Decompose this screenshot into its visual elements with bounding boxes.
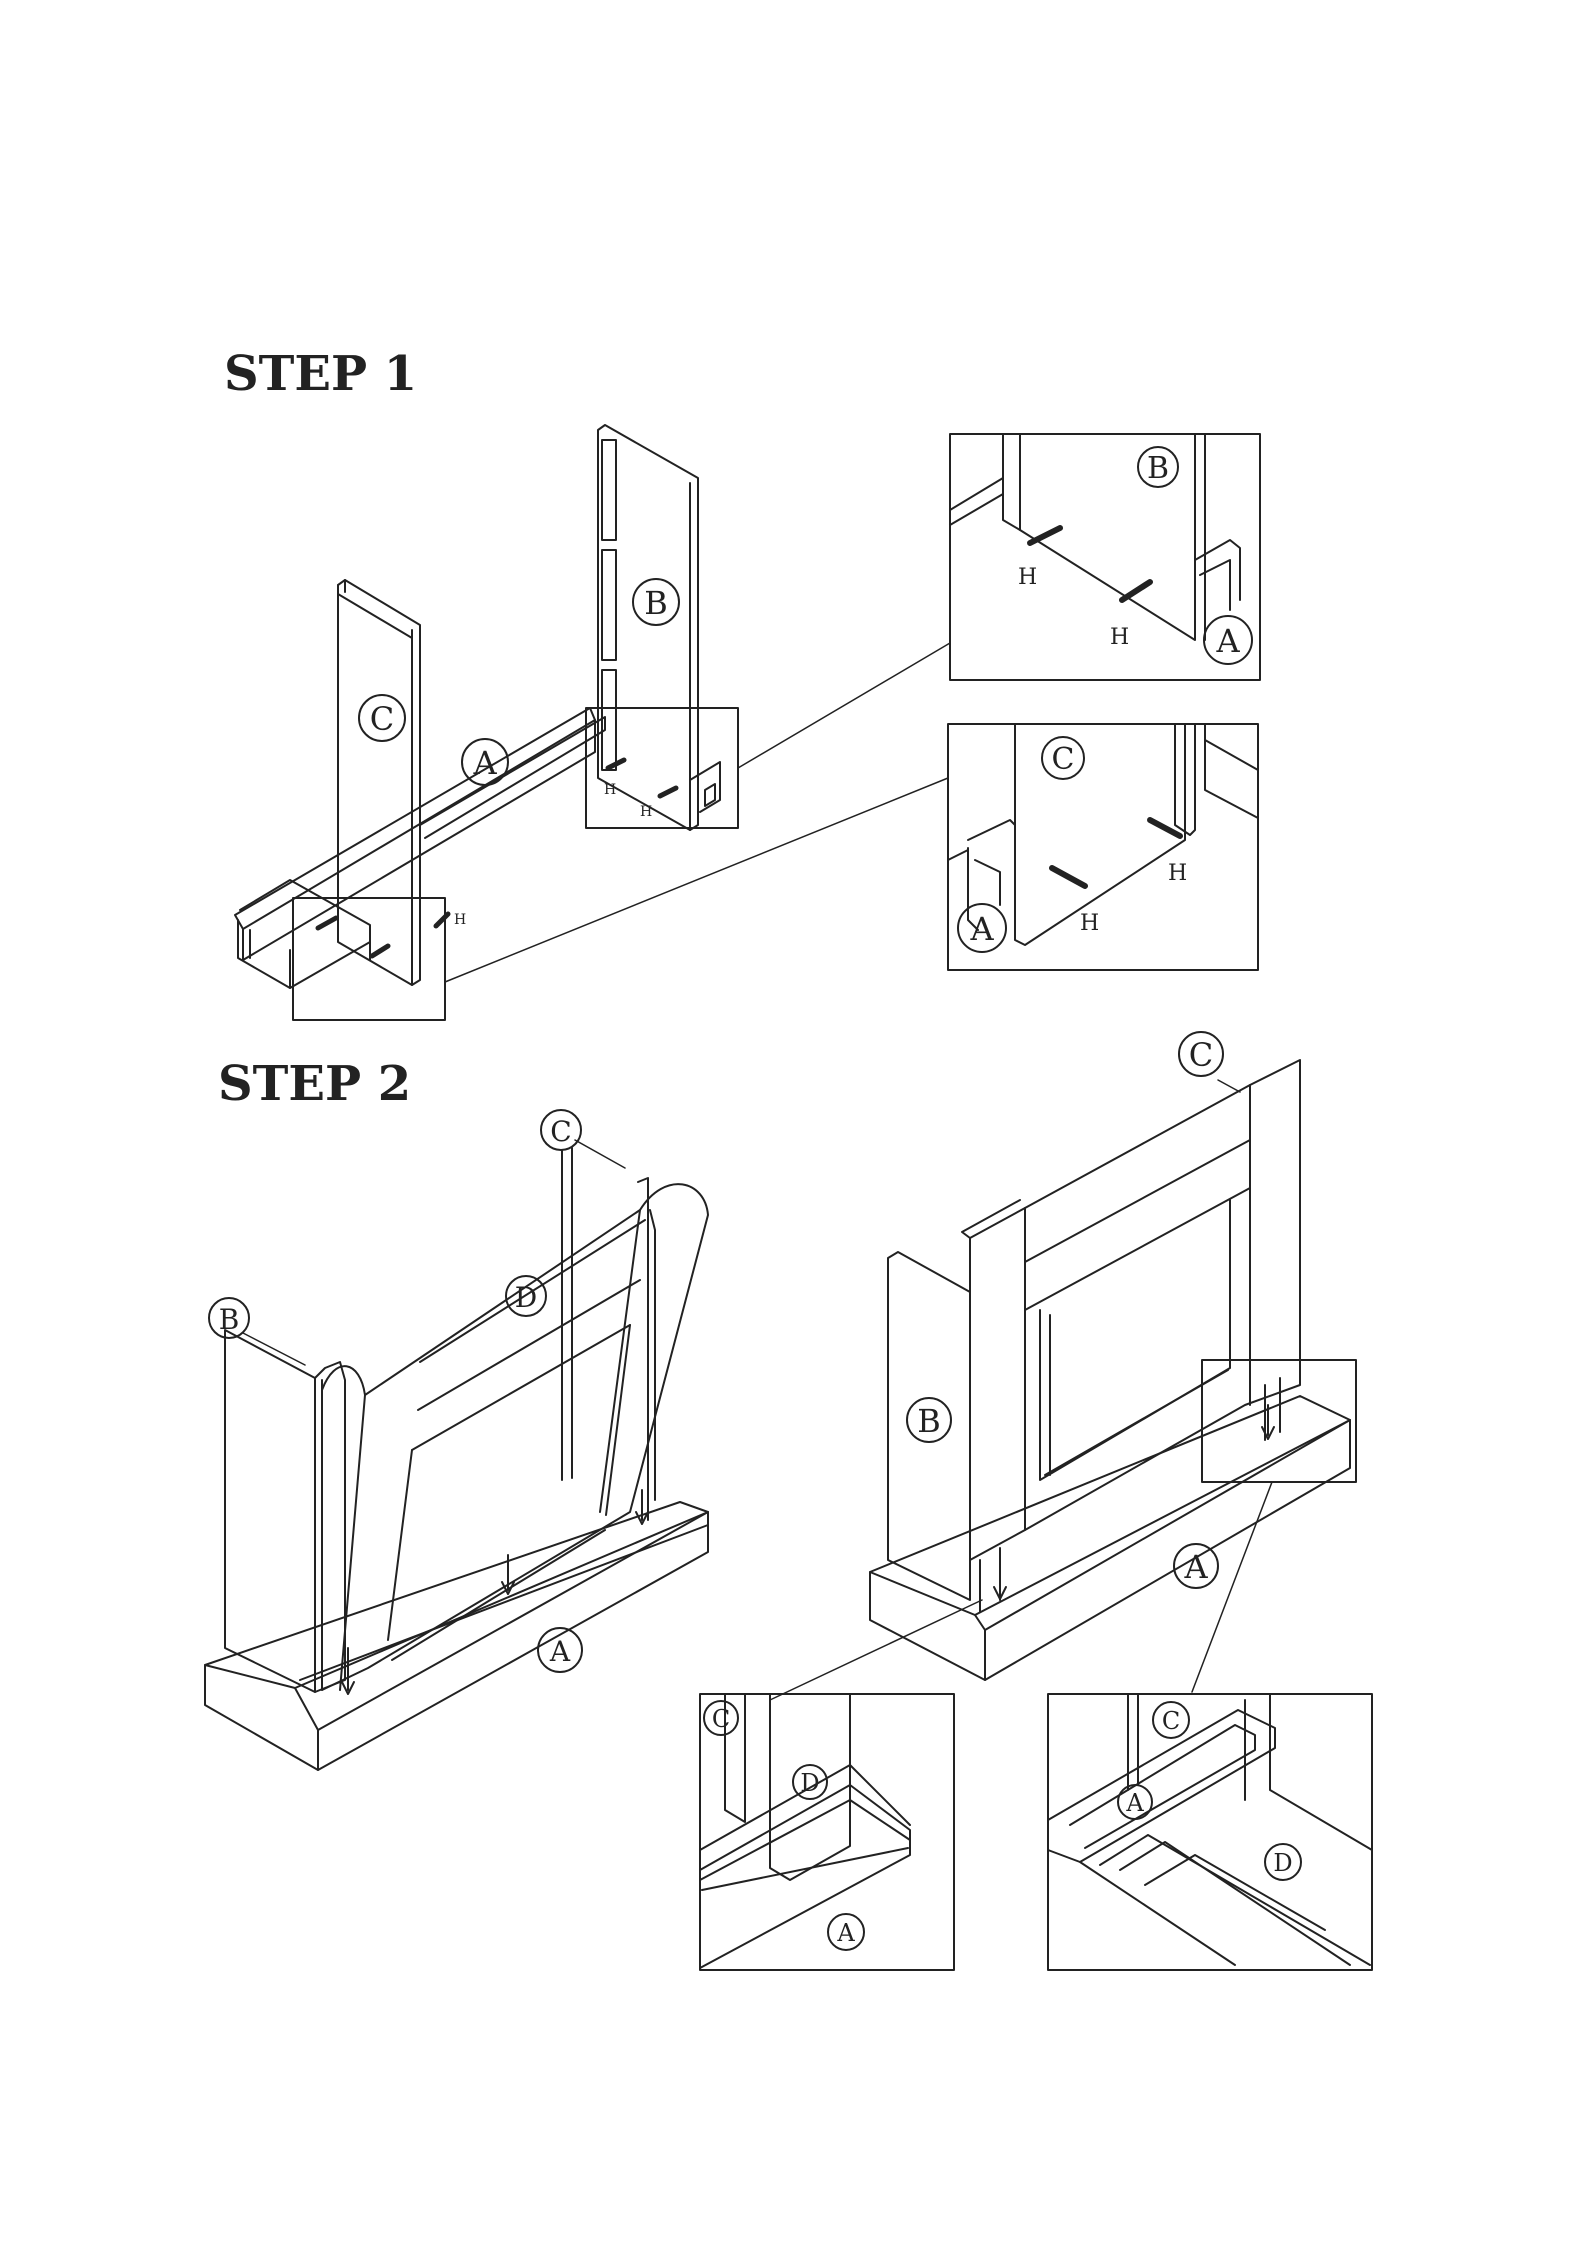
step2-right-illustration: C B A (770, 1032, 1356, 1700)
inset-c-hardware-h-label-1: H (1168, 861, 1187, 886)
step2-inset-left: C D A (700, 1694, 954, 1970)
inset-b-part-a-label: A (1215, 622, 1240, 660)
step2-inset-right: C A D (1048, 1694, 1372, 1970)
step2-left-part-b-label: B (219, 1303, 240, 1336)
step1-hardware-h-label-1: H (604, 782, 616, 798)
step2-right-arrows (994, 1405, 1274, 1599)
step1-part-b-label: B (644, 584, 668, 622)
inset-c-part-a-label: A (969, 910, 994, 948)
step1-part-a-label: A (472, 744, 497, 782)
step1-screws (318, 760, 676, 956)
step2-inset-left-part-a-label: A (836, 1919, 855, 1947)
inset-b-hardware-h-label-1: H (1018, 565, 1037, 590)
step2-right-part-b-label: B (917, 1402, 941, 1440)
step1-part-c-label: C (370, 700, 394, 738)
inset-b-hardware-h-label-2: H (1110, 625, 1129, 650)
step2-left-illustration: B C D A (205, 1110, 708, 1770)
inset-b-part-b-label: B (1147, 451, 1169, 486)
step1-part-c-callout: C (359, 695, 405, 741)
step2-left-part-c-label: C (550, 1115, 571, 1148)
step2-inset-right-part-c-label: C (1162, 1707, 1180, 1735)
step2-inset-right-part-a-label: A (1125, 1789, 1144, 1817)
step2-left-front-frame (322, 1178, 708, 1690)
step1-panel-c (338, 580, 420, 985)
step1-panel-b (598, 425, 720, 830)
step1-hardware-h-label-3: H (454, 912, 466, 928)
step1-hardware-h-label-2: H (640, 804, 652, 820)
step1-part-a-callout: A (462, 739, 508, 785)
inset-c-part-c-label: C (1052, 742, 1075, 777)
step1-part-b-callout: B (633, 579, 679, 625)
step2-left-back-rail-c (562, 1148, 572, 1480)
step2-left-part-d-label: D (515, 1281, 537, 1314)
step1-main-illustration: H H H C B A (235, 425, 950, 1020)
step2-left-part-a-label: A (549, 1635, 571, 1668)
step1-inset-b: H H B A (950, 434, 1260, 680)
step2-right-front-frame (962, 1060, 1300, 1612)
step2-right-part-c-label: C (1189, 1036, 1213, 1074)
step2-right-part-a-label: A (1183, 1548, 1208, 1586)
step2-inset-left-part-c-label: C (712, 1705, 730, 1733)
inset-c-hardware-h-label-2: H (1080, 911, 1099, 936)
step2-inset-left-part-d-label: D (800, 1769, 819, 1797)
step1-inset-c: H H C A (948, 724, 1258, 970)
step2-left-base-a (205, 1502, 708, 1770)
step2-inset-right-part-d-label: D (1273, 1849, 1292, 1877)
